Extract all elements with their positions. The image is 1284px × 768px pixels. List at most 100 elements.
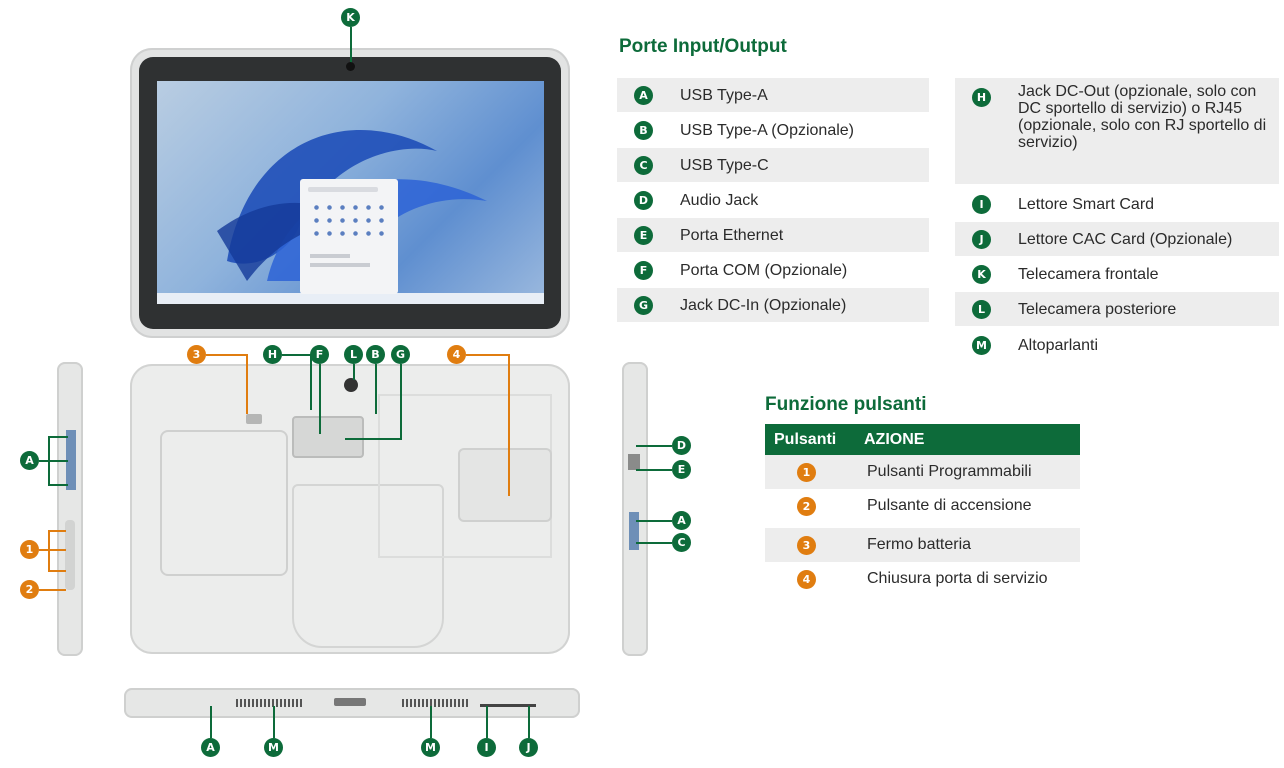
io-label: Telecamera posteriore [1018, 300, 1177, 318]
callout-g-dc-in: G [391, 345, 410, 364]
badge-j: J [972, 229, 991, 249]
table-row: 4 Chiusura porta di servizio [765, 562, 1080, 596]
button-badge-cell: 1 [765, 455, 855, 489]
badge-e: E [634, 225, 653, 245]
leader-line [350, 27, 352, 63]
callout-2-power-button: 2 [20, 580, 39, 599]
leader-line [375, 364, 377, 414]
io-label: Porta COM (Opzionale) [680, 261, 848, 279]
leader-line [39, 589, 66, 591]
leader-line [353, 364, 355, 380]
leader-line [430, 706, 432, 738]
leader-line [210, 706, 212, 738]
leader-line [636, 445, 672, 447]
table-row: 2 Pulsante di accensione [765, 489, 1080, 523]
leader-line [282, 354, 312, 356]
action-cell: Chiusura porta di servizio [867, 570, 1048, 587]
callout-m-speaker-left: M [264, 738, 283, 757]
leader-line [48, 530, 66, 532]
badge-k: K [972, 264, 991, 284]
table-header: Pulsanti AZIONE [765, 424, 1080, 455]
leader-line [48, 530, 50, 572]
io-label: Altoparlanti [1018, 336, 1099, 354]
leader-line [246, 354, 248, 414]
io-legend-item: M Altoparlanti [955, 328, 1279, 362]
io-legend-item: I Lettore Smart Card [955, 187, 1279, 221]
callout-4-service-door-lock: 4 [447, 345, 466, 364]
callout-m-speaker-right: M [421, 738, 440, 757]
tablet-screen [157, 81, 544, 304]
badge-2: 2 [797, 497, 816, 516]
leader-line [400, 364, 402, 440]
action-cell: Fermo batteria [855, 528, 1080, 562]
io-legend-item: F Porta COM (Opzionale) [617, 253, 929, 287]
io-label: USB Type-C [680, 156, 769, 174]
column-header-buttons: Pulsanti [765, 424, 855, 455]
io-label: Jack DC-Out (opzionale, solo con DC spor… [1018, 83, 1267, 151]
callout-3-battery-latch: 3 [187, 345, 206, 364]
leader-line [636, 520, 672, 522]
callout-h-dc-out: H [263, 345, 282, 364]
leader-line [39, 460, 49, 462]
callout-c-usb-type-c: C [672, 533, 691, 552]
leader-line [310, 354, 312, 410]
callout-f-com-port: F [310, 345, 329, 364]
badge-3: 3 [797, 536, 816, 555]
io-legend-item: K Telecamera frontale [955, 257, 1279, 291]
action-cell: Pulsanti Programmabili [855, 455, 1080, 489]
tablet-back-view [130, 364, 570, 654]
badge-h: H [972, 88, 991, 107]
badge-a: A [634, 85, 653, 105]
leader-line [636, 542, 672, 544]
column-header-action: AZIONE [855, 424, 1080, 455]
io-legend-item: L Telecamera posteriore [955, 292, 1279, 326]
front-camera-dot [346, 62, 355, 71]
callout-l-rear-camera: L [344, 345, 363, 364]
leader-line [508, 354, 510, 496]
tablet-left-side-view [57, 362, 83, 656]
callout-d-audio-jack: D [672, 436, 691, 455]
io-legend-item: G Jack DC-In (Opzionale) [617, 288, 929, 322]
callout-1-programmable-buttons: 1 [20, 540, 39, 559]
table-row: 3 Fermo batteria [765, 528, 1080, 562]
tablet-right-side-view [622, 362, 648, 656]
button-badge-cell: 2 [765, 489, 855, 523]
io-label: Lettore CAC Card (Opzionale) [1018, 230, 1233, 248]
leader-line [345, 438, 402, 440]
leader-line [528, 706, 530, 738]
callout-a-usb-type-a-left: A [20, 451, 39, 470]
button-functions-table: Pulsanti AZIONE 1 Pulsanti Programmabili… [765, 424, 1080, 596]
io-label: Telecamera frontale [1018, 265, 1159, 283]
leader-line [48, 484, 68, 486]
leader-line [486, 706, 488, 738]
button-badge-cell: 3 [765, 528, 855, 562]
badge-b: B [634, 120, 653, 140]
io-legend-item: A USB Type-A [617, 78, 929, 112]
io-label: USB Type-A (Opzionale) [680, 121, 855, 139]
leader-line [273, 706, 275, 738]
badge-c: C [634, 155, 653, 175]
badge-i: I [972, 194, 991, 214]
badge-g: G [634, 295, 653, 315]
callout-a-usb-type-a-bottom: A [201, 738, 220, 757]
io-label: Audio Jack [680, 191, 759, 209]
start-menu [300, 179, 398, 294]
callout-e-ethernet-port: E [672, 460, 691, 479]
io-legend-item: B USB Type-A (Opzionale) [617, 113, 929, 147]
tablet-bottom-view [124, 688, 580, 718]
callout-i-smart-card-reader: I [477, 738, 496, 757]
io-legend-item: E Porta Ethernet [617, 218, 929, 252]
button-functions-title: Funzione pulsanti [765, 394, 927, 415]
callout-k-front-camera: K [341, 8, 360, 27]
callout-b-usb-a-optional: B [366, 345, 385, 364]
badge-m: M [972, 335, 991, 355]
leader-line [466, 354, 510, 356]
leader-line [48, 460, 68, 462]
leader-line [636, 469, 672, 471]
io-label: Lettore Smart Card [1018, 195, 1155, 213]
badge-d: D [634, 190, 653, 210]
table-row: 1 Pulsanti Programmabili [765, 455, 1080, 489]
leader-line [48, 436, 68, 438]
badge-l: L [972, 299, 991, 319]
io-label: Porta Ethernet [680, 226, 784, 244]
